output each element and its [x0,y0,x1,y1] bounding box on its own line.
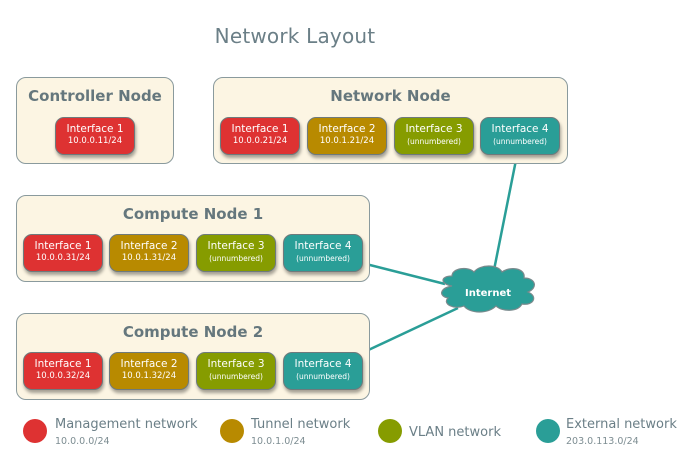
interface-address: (unnumbered) [493,137,547,146]
internet-label: Internet [464,288,511,299]
interface-address: 10.0.0.32/24 [35,371,91,381]
legend-name: VLAN network [409,425,501,440]
interface-4: Interface 4 (unnumbered) [283,352,363,390]
link-compute1-internet [361,261,446,286]
node-title: Compute Node 1 [122,205,264,223]
legend-subnet: 10.0.0.0/24 [55,436,110,447]
interface-3: Interface 3 (unnumbered) [394,117,474,155]
legend-name: External network [566,417,677,432]
legend-dot-icon [23,419,47,443]
interface-4: Interface 4 (unnumbered) [283,234,363,272]
interface-name: Interface 1 [66,123,124,135]
interface-address: (unnumbered) [296,254,350,263]
interface-name: Interface 4 [491,123,549,135]
network-node: Network Node Interface 1 10.0.0.21/24 In… [213,77,568,164]
compute-node-1: Compute Node 1 Interface 1 10.0.0.31/24 … [16,195,370,282]
interface-1: Interface 1 10.0.0.31/24 [23,234,103,272]
interface-name: Interface 1 [231,123,289,135]
interface-address: (unnumbered) [209,254,263,263]
interface-name: Interface 2 [120,240,178,252]
legend-dot-icon [378,419,402,443]
link-compute2-internet [361,306,459,355]
interface-3: Interface 3 (unnumbered) [196,352,276,390]
interface-name: Interface 4 [294,358,352,370]
interface-name: Interface 3 [207,240,265,252]
interface-name: Interface 2 [318,123,376,135]
interface-4: Interface 4 (unnumbered) [480,117,560,155]
interface-name: Interface 4 [294,240,352,252]
interface-address: 10.0.1.31/24 [121,253,177,263]
interface-address: 10.0.0.31/24 [35,253,91,263]
interface-1: Interface 1 10.0.0.21/24 [220,117,300,155]
diagram-title: Network Layout [214,24,376,48]
interface-3: Interface 3 (unnumbered) [196,234,276,272]
interface-address: 10.0.1.21/24 [319,136,375,146]
interface-2: Interface 2 10.0.1.32/24 [109,352,189,390]
interface-name: Interface 3 [207,358,265,370]
legend-subnet: 203.0.113.0/24 [566,436,639,447]
legend-name: Management network [55,417,198,432]
interface-name: Interface 3 [405,123,463,135]
interface-2: Interface 2 10.0.1.31/24 [109,234,189,272]
link-network-node-internet [490,154,519,281]
controller-node: Controller Node Interface 1 10.0.0.11/24 [16,77,174,164]
legend-name: Tunnel network [251,417,351,432]
interface-address: (unnumbered) [209,372,263,381]
interface-name: Interface 1 [34,358,92,370]
node-title: Compute Node 2 [122,323,264,341]
legend-dot-icon [220,419,244,443]
interface-1: Interface 1 10.0.0.32/24 [23,352,103,390]
interface-address: (unnumbered) [296,372,350,381]
interface-2: Interface 2 10.0.1.21/24 [307,117,387,155]
cloud-icon [441,265,535,313]
interface-address: 10.0.0.11/24 [67,136,123,146]
node-title: Network Node [330,87,451,105]
interface-1: Interface 1 10.0.0.11/24 [55,117,135,155]
node-title: Controller Node [28,87,162,105]
interface-address: (unnumbered) [407,137,461,146]
interface-address: 10.0.1.32/24 [121,371,177,381]
interface-name: Interface 1 [34,240,92,252]
legend-subnet: 10.0.1.0/24 [251,436,306,447]
interface-name: Interface 2 [120,358,178,370]
legend-dot-icon [536,419,560,443]
compute-node-2: Compute Node 2 Interface 1 10.0.0.32/24 … [16,313,370,400]
interface-address: 10.0.0.21/24 [232,136,288,146]
